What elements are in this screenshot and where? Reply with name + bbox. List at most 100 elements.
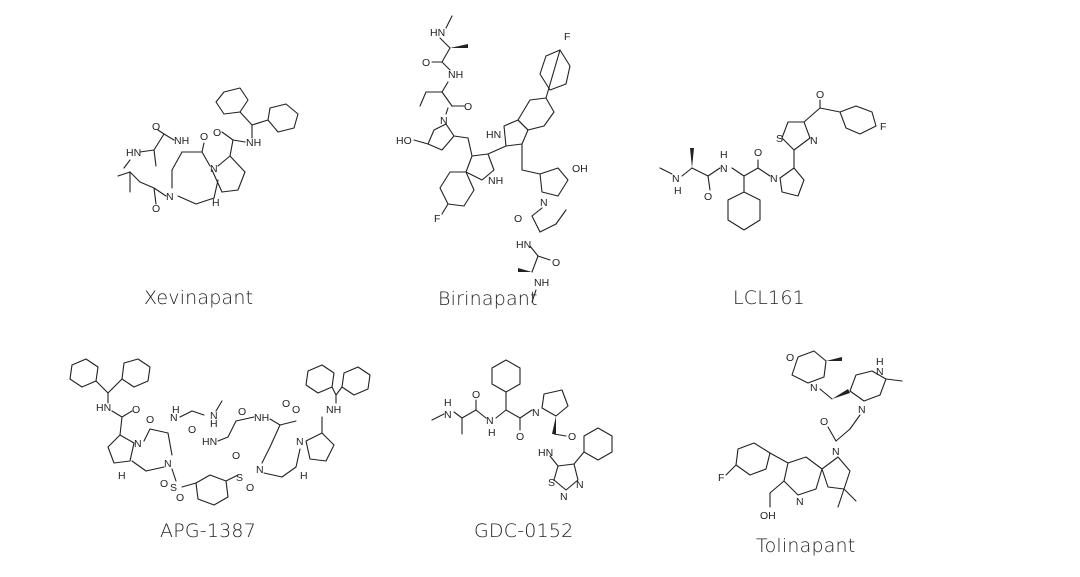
gdc0152-structure: HN O NH O N O HN SNN: [431, 359, 613, 503]
svg-text:HN: HN: [538, 447, 553, 459]
svg-text:OH: OH: [760, 510, 776, 522]
tolinapant-structure: O N HN N O N N F OH: [718, 350, 903, 522]
svg-text:O: O: [188, 424, 196, 436]
compound-label: Tolinapant: [756, 535, 856, 557]
svg-text:HN: HN: [202, 436, 217, 448]
svg-text:N: N: [134, 438, 142, 450]
svg-text:N: N: [810, 135, 818, 147]
svg-text:N: N: [210, 410, 218, 422]
svg-text:HN: HN: [126, 147, 141, 159]
svg-text:H: H: [172, 404, 180, 416]
svg-text:HN: HN: [516, 239, 531, 251]
svg-text:O: O: [282, 398, 290, 410]
svg-text:H: H: [876, 356, 884, 368]
svg-text:NH: NH: [254, 412, 269, 424]
svg-text:O: O: [238, 406, 246, 418]
svg-text:H: H: [210, 418, 218, 430]
svg-text:S: S: [548, 477, 555, 489]
svg-text:O: O: [132, 404, 140, 416]
compound-label: Birinapant: [438, 288, 538, 310]
svg-text:N: N: [256, 464, 264, 476]
svg-text:NH: NH: [246, 137, 261, 149]
svg-text:N: N: [166, 191, 174, 203]
svg-text:H: H: [674, 185, 682, 197]
compound-label: APG-1387: [160, 520, 256, 542]
svg-text:N: N: [440, 115, 448, 127]
svg-text:HO: HO: [396, 135, 412, 147]
svg-text:N: N: [532, 407, 540, 419]
svg-text:H: H: [212, 197, 220, 209]
apg1387-structure: HN O H N O N NH O NH S OO S OO HN O NH: [69, 358, 371, 506]
svg-text:O: O: [246, 482, 254, 494]
svg-text:F: F: [434, 213, 440, 225]
svg-text:N: N: [858, 404, 866, 416]
svg-text:F: F: [880, 121, 886, 133]
svg-text:N: N: [296, 436, 304, 448]
xevinapant-structure: NH O N H O N NH O HN O: [117, 87, 299, 215]
svg-text:O: O: [514, 213, 522, 225]
svg-text:N: N: [560, 491, 568, 503]
svg-text:O: O: [754, 147, 762, 159]
svg-text:F: F: [718, 472, 724, 484]
svg-text:N: N: [796, 496, 804, 508]
svg-text:N: N: [210, 163, 218, 175]
svg-text:HN: HN: [430, 27, 445, 39]
svg-text:NH: NH: [488, 175, 503, 187]
svg-text:O: O: [146, 414, 154, 426]
svg-text:O: O: [422, 57, 430, 69]
svg-text:H: H: [118, 470, 126, 482]
svg-text:S: S: [776, 133, 783, 145]
svg-text:N: N: [164, 458, 172, 470]
svg-text:NH: NH: [326, 404, 341, 416]
svg-text:NH: NH: [174, 135, 189, 147]
svg-text:O: O: [568, 431, 576, 443]
compound-birinapant: HN O NH O N HO NH F HN F OH N: [390, 10, 600, 320]
svg-text:N: N: [170, 412, 178, 424]
svg-text:O: O: [816, 89, 824, 101]
svg-text:N: N: [540, 197, 548, 209]
svg-text:HN: HN: [486, 129, 501, 141]
svg-text:O: O: [200, 131, 208, 143]
birinapant-structure: HN O NH O N HO NH F HN F OH N: [396, 15, 588, 303]
svg-text:O: O: [820, 416, 828, 428]
svg-text:N: N: [876, 366, 884, 378]
svg-text:H: H: [488, 427, 496, 439]
svg-text:O: O: [176, 492, 184, 504]
svg-text:N: N: [444, 409, 452, 421]
compound-label: LCL161: [733, 287, 805, 309]
svg-text:H: H: [444, 397, 452, 409]
svg-text:NH: NH: [448, 69, 463, 81]
svg-text:N: N: [672, 173, 680, 185]
svg-text:H: H: [300, 470, 308, 482]
svg-text:O: O: [232, 450, 240, 462]
svg-text:S: S: [170, 482, 177, 494]
svg-text:O: O: [472, 389, 480, 401]
svg-text:N: N: [576, 479, 584, 491]
compound-label: Xevinapant: [144, 287, 254, 309]
svg-text:O: O: [552, 257, 560, 269]
svg-text:O: O: [464, 101, 472, 113]
compound-label: GDC-0152: [474, 520, 574, 542]
svg-text:N: N: [770, 173, 778, 185]
svg-text:O: O: [213, 127, 221, 139]
svg-text:NH: NH: [534, 277, 549, 289]
svg-text:F: F: [564, 31, 570, 43]
svg-text:O: O: [704, 191, 712, 203]
svg-text:S: S: [236, 472, 243, 484]
svg-text:H: H: [720, 149, 728, 161]
svg-text:O: O: [786, 352, 794, 364]
svg-text:HN: HN: [96, 402, 111, 414]
svg-text:OH: OH: [572, 163, 588, 175]
compound-xevinapant: NH O N H O N NH O HN O Xevinapant: [100, 80, 320, 320]
svg-text:O: O: [516, 431, 524, 443]
svg-text:N: N: [832, 446, 840, 458]
svg-text:O: O: [152, 121, 160, 133]
svg-text:O: O: [292, 404, 300, 416]
svg-text:N: N: [720, 163, 728, 175]
svg-text:O: O: [152, 203, 160, 215]
svg-text:O: O: [160, 478, 168, 490]
